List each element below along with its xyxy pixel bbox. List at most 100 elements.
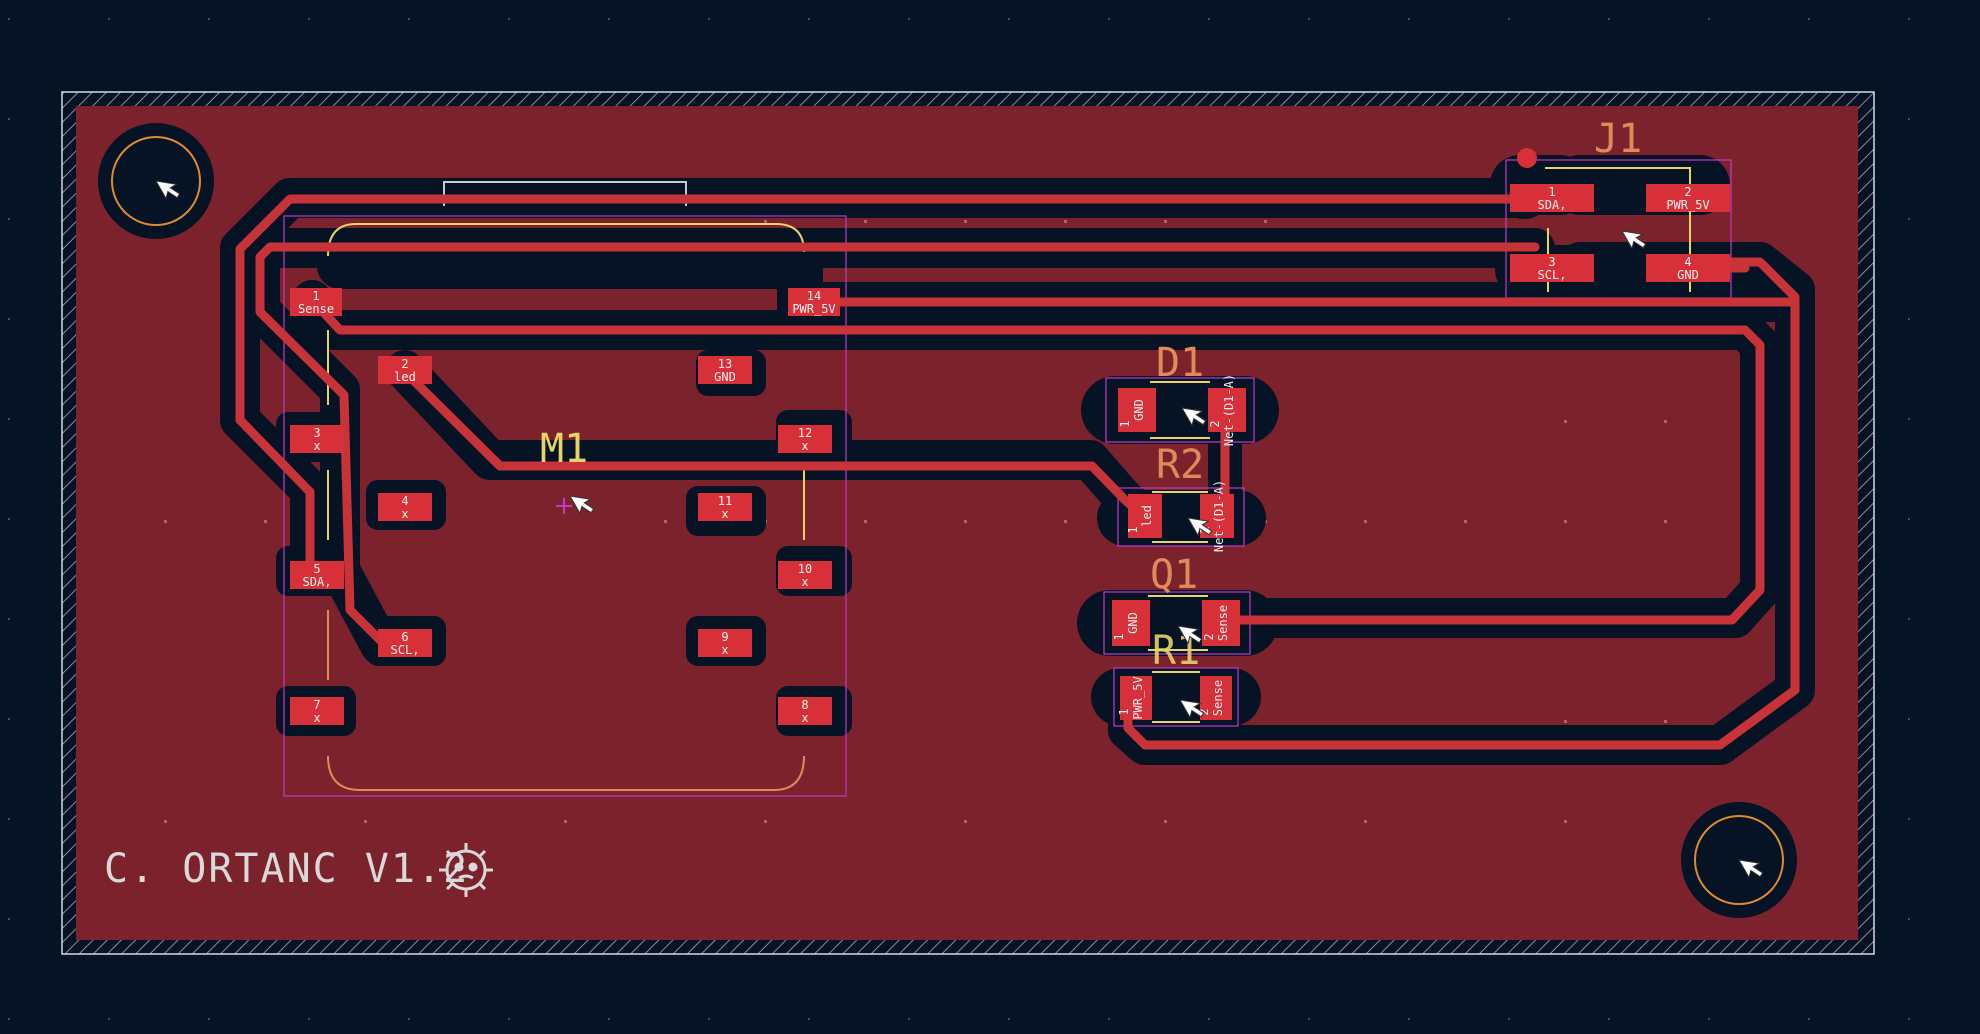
m1-pad-4-number: 4: [401, 494, 408, 508]
m1-pad-14-number: 14: [807, 289, 821, 303]
m1-pad-12[interactable]: 12x: [778, 425, 832, 453]
j1-pad-2-net: PWR_5V: [1666, 198, 1709, 212]
j1-pad-4-copper[interactable]: [1646, 254, 1730, 282]
brand-block: C. ORTANC V1.2: [104, 843, 493, 897]
m1-pad-14-net: PWR_5V: [792, 302, 835, 316]
r1-pad-2-number: 2: [1197, 708, 1211, 715]
q1-pad-1-copper[interactable]: [1112, 600, 1150, 646]
m1-pad-7-number: 7: [313, 698, 320, 712]
m1-pad-4-net: x: [401, 507, 408, 521]
q1-pad-2-net: Sense: [1216, 605, 1230, 641]
q1-pad-2-copper[interactable]: [1202, 600, 1240, 646]
anchor-cursor-d1[interactable]: [1181, 400, 1208, 430]
m1-pad-8-net: x: [801, 711, 808, 725]
m1-pad-14-copper[interactable]: [788, 288, 840, 316]
m1-pad-1-copper[interactable]: [290, 288, 342, 316]
m1-pad-9[interactable]: 9x: [698, 629, 752, 657]
m1-pad-8-copper[interactable]: [778, 697, 832, 725]
m1-pads[interactable]: 1Sense2led3x4x5SDA,6SCL,7x8x9x10x11x12x1…: [290, 288, 840, 725]
d1-pad-2-number: 2: [1208, 420, 1222, 427]
m1-pad-4[interactable]: 4x: [378, 493, 432, 521]
r1-pad-2-copper[interactable]: [1200, 676, 1232, 720]
j1-pad-1-number: 1: [1548, 185, 1555, 199]
j1-footprint-graphics: [1505, 148, 1732, 299]
m1-pad-9-copper[interactable]: [698, 629, 752, 657]
m1-pad-10-copper[interactable]: [778, 561, 832, 589]
anchor-markers[interactable]: [155, 173, 1765, 882]
anchor-cursor-m1[interactable]: [569, 488, 596, 518]
anchor-cursor-q1[interactable]: [1177, 618, 1204, 648]
m1-pad-8-number: 8: [801, 698, 808, 712]
cursor-arrow-icon: [155, 180, 181, 200]
small-component-pads[interactable]: 1GND2Net-(D1-A)1led2Net-(D1-A)1GND2Sense…: [1112, 374, 1246, 720]
ref-m1: M1: [540, 426, 588, 472]
d1-courtyard: [1105, 377, 1255, 443]
d1-pad-2-copper[interactable]: [1208, 388, 1246, 432]
m1-pad-4-copper[interactable]: [378, 493, 432, 521]
r2-courtyard: [1117, 487, 1245, 547]
j1-pad-3-copper[interactable]: [1510, 254, 1594, 282]
track-sda: [235, 194, 1520, 575]
m1-pad-8[interactable]: 8x: [778, 697, 832, 725]
anchor-cursor-j1[interactable]: [1621, 223, 1648, 253]
m1-pad-13-copper[interactable]: [698, 356, 752, 384]
m1-pad-12-copper[interactable]: [778, 425, 832, 453]
j1-pad-1-copper[interactable]: [1510, 184, 1594, 212]
m1-pad-12-number: 12: [798, 426, 812, 440]
copper-tracks[interactable]: [235, 194, 1800, 750]
m1-pad-11[interactable]: 11x: [698, 493, 752, 521]
q1-pad-1-net: GND: [1126, 612, 1140, 634]
d1-pad-1-copper[interactable]: [1118, 388, 1156, 432]
j1-pad-2-copper[interactable]: [1646, 184, 1730, 212]
anchor-cursor-m-hole-br[interactable]: [1738, 852, 1765, 882]
m1-pad-6-copper[interactable]: [378, 629, 432, 657]
m1-pad-2-copper[interactable]: [378, 356, 432, 384]
j1-pad-2-number: 2: [1684, 185, 1691, 199]
reference-designators: M1 J1 D1 R2 Q1 R1: [540, 116, 1642, 674]
m1-pad-11-net: x: [721, 507, 728, 521]
m1-pad-1-net: Sense: [298, 302, 334, 316]
ref-r2: R2: [1156, 442, 1204, 488]
m1-pad-10[interactable]: 10x: [778, 561, 832, 589]
m1-pad-3-copper[interactable]: [290, 425, 344, 453]
r2-pad-2-net: Net-(D1-A): [1212, 480, 1226, 552]
small-footprint-silk: [1148, 381, 1210, 723]
anchor-cursor-r1[interactable]: [1179, 692, 1206, 722]
m1-footprint-graphics: [283, 181, 847, 797]
m1-pad-3[interactable]: 3x: [290, 425, 344, 453]
m1-pad-7-copper[interactable]: [290, 697, 344, 725]
m1-pad-6-number: 6: [401, 630, 408, 644]
m1-pad-7[interactable]: 7x: [290, 697, 344, 725]
r2-pad-1-copper[interactable]: [1128, 494, 1162, 538]
r1-pad-1-copper[interactable]: [1120, 676, 1152, 720]
m1-pad-9-number: 9: [721, 630, 728, 644]
m1-pad-13-net: GND: [714, 370, 736, 384]
m1-pad-12-net: x: [801, 439, 808, 453]
m1-pad-11-copper[interactable]: [698, 493, 752, 521]
m1-pad-5-copper[interactable]: [290, 561, 344, 589]
m1-pad-10-number: 10: [798, 562, 812, 576]
r2-pad-1-net: led: [1140, 505, 1154, 527]
anchor-cursor-r2[interactable]: [1187, 510, 1214, 540]
m1-pad-1-number: 1: [312, 289, 319, 303]
anchor-cursor-m-hole-tl[interactable]: [155, 173, 182, 203]
